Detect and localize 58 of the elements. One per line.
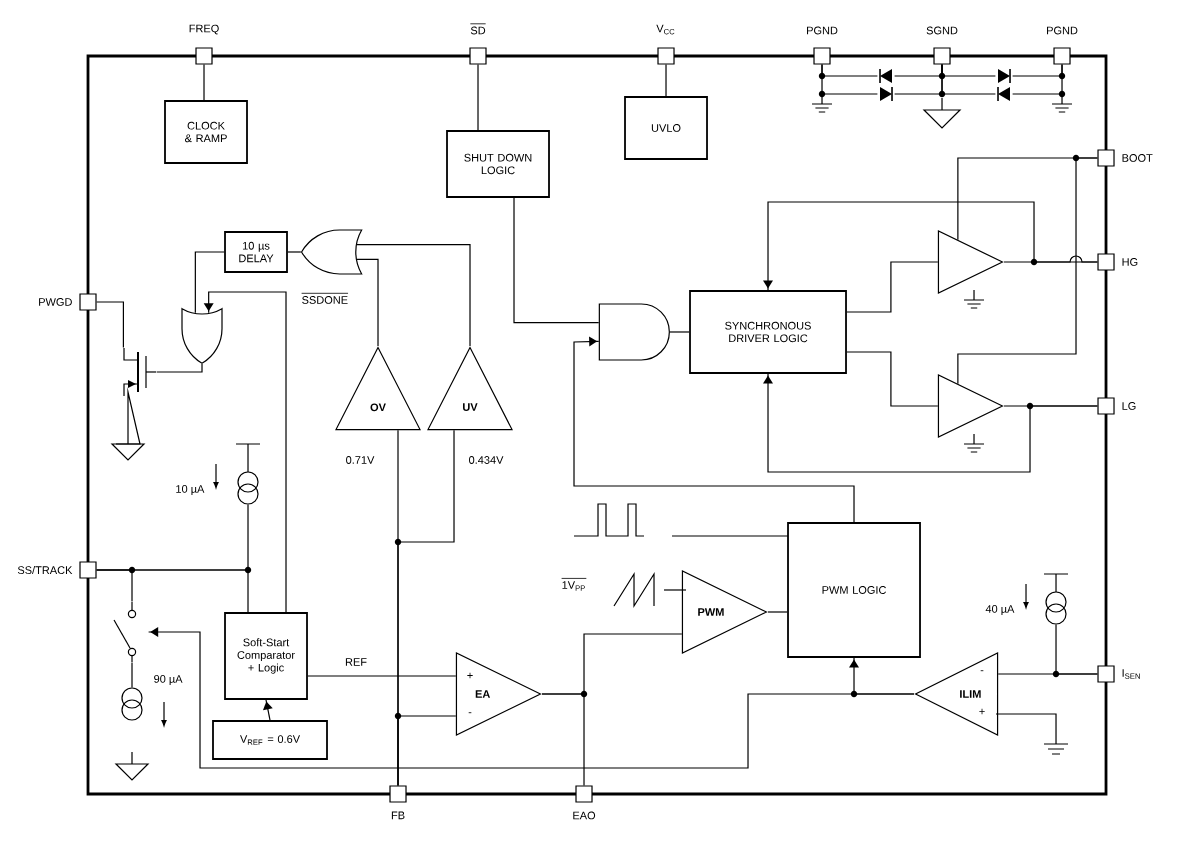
arrow <box>763 201 1098 291</box>
arrow <box>262 699 273 721</box>
wire <box>397 715 457 786</box>
pin <box>79 293 97 311</box>
driver-triangle <box>937 374 1004 438</box>
wire <box>287 251 302 253</box>
wire <box>96 569 133 602</box>
wire <box>846 351 939 407</box>
wire <box>941 64 996 95</box>
wire <box>356 258 379 347</box>
pin <box>933 47 951 65</box>
wire <box>477 64 479 131</box>
pin <box>469 47 487 65</box>
diode-symbol <box>879 68 892 84</box>
transistor-symbol <box>123 347 157 397</box>
wire <box>156 363 203 373</box>
wire <box>194 251 225 314</box>
pin <box>575 785 593 803</box>
wire <box>665 64 667 97</box>
pin <box>1053 47 1071 65</box>
wire <box>1055 624 1098 675</box>
switch-symbol <box>113 601 137 663</box>
pin <box>813 47 831 65</box>
arrow <box>203 291 287 613</box>
pin <box>195 47 213 65</box>
wire <box>846 261 939 313</box>
wire <box>957 157 1098 385</box>
pin <box>1097 665 1115 683</box>
pin <box>1097 149 1115 167</box>
driver-triangle <box>937 230 1004 294</box>
pin <box>657 47 675 65</box>
diode-symbol <box>998 68 1011 84</box>
wire <box>131 662 133 688</box>
arrow <box>573 336 855 523</box>
wire <box>767 611 788 613</box>
wire <box>1012 64 1063 95</box>
pin <box>1097 253 1115 271</box>
or-gate <box>181 308 223 364</box>
wire <box>203 64 205 101</box>
arrow <box>763 373 1098 473</box>
wire <box>356 244 471 347</box>
pin <box>389 785 407 803</box>
wire <box>307 675 457 677</box>
arrow <box>849 657 915 695</box>
current-source <box>121 687 167 727</box>
wire <box>821 64 878 95</box>
current-source <box>1023 583 1067 625</box>
pin <box>79 561 97 579</box>
wire <box>513 197 600 324</box>
pin <box>1097 397 1115 415</box>
wire <box>669 331 690 333</box>
diode-symbol <box>997 86 1010 102</box>
wire <box>96 301 124 348</box>
wire <box>541 633 683 695</box>
current-source <box>213 463 259 505</box>
or-gate <box>300 229 363 275</box>
and-gate <box>598 303 670 361</box>
diode-symbol <box>880 86 893 102</box>
